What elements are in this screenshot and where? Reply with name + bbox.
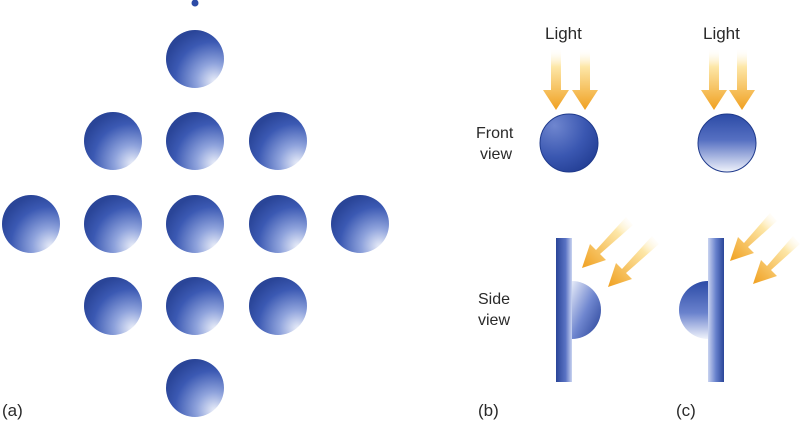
arrow-icon	[608, 236, 659, 287]
front-view-sphere-b	[539, 113, 599, 173]
arrow-icon	[582, 217, 633, 268]
circle-row3-right	[249, 195, 307, 253]
panel-label-a: (a)	[2, 401, 23, 420]
circle-row5	[166, 359, 224, 417]
arrow-icon	[753, 236, 800, 284]
panel-a: (a)	[2, 0, 389, 420]
circle-row2-center	[166, 112, 224, 170]
circle-row3-far-right	[331, 195, 389, 253]
side-view-label-line2: view	[478, 312, 510, 329]
top-dot	[191, 0, 199, 7]
light-arrows-down-c	[701, 48, 755, 110]
arrow-icon	[543, 48, 569, 110]
circle-row4-left	[84, 277, 142, 335]
wall-c	[708, 238, 724, 382]
light-arrows-down-b	[543, 48, 598, 110]
arrow-icon	[730, 213, 777, 261]
light-arrows-diag-c	[730, 213, 800, 284]
arrow-icon	[572, 48, 598, 110]
circle-row2-right	[249, 112, 307, 170]
light-arrows-diag-b	[582, 217, 659, 287]
light-label-b: Light	[545, 24, 582, 43]
panel-label-b: (b)	[478, 401, 499, 420]
circle-row3-far-left	[2, 195, 60, 253]
wall-b	[556, 238, 572, 382]
front-view-label-line2: view	[480, 146, 512, 163]
circle-row4-center	[166, 277, 224, 335]
arrow-icon	[729, 48, 755, 110]
front-view-label-line1: Front	[476, 125, 514, 142]
side-view-label-line1: Side	[478, 291, 510, 308]
circle-row2-left	[84, 112, 142, 170]
circle-row4-right	[249, 277, 307, 335]
bump-c	[679, 281, 708, 339]
circle-row3-center	[166, 195, 224, 253]
circle-row3-left	[84, 195, 142, 253]
bump-b	[572, 281, 601, 339]
front-view-sphere-c	[697, 113, 757, 173]
panel-b: Light Front view Side view (b)	[476, 24, 659, 420]
circle-row1	[166, 30, 224, 88]
panel-c: Light (c)	[676, 24, 800, 420]
panel-label-c: (c)	[676, 401, 696, 420]
light-label-c: Light	[703, 24, 740, 43]
arrow-icon	[701, 48, 727, 110]
